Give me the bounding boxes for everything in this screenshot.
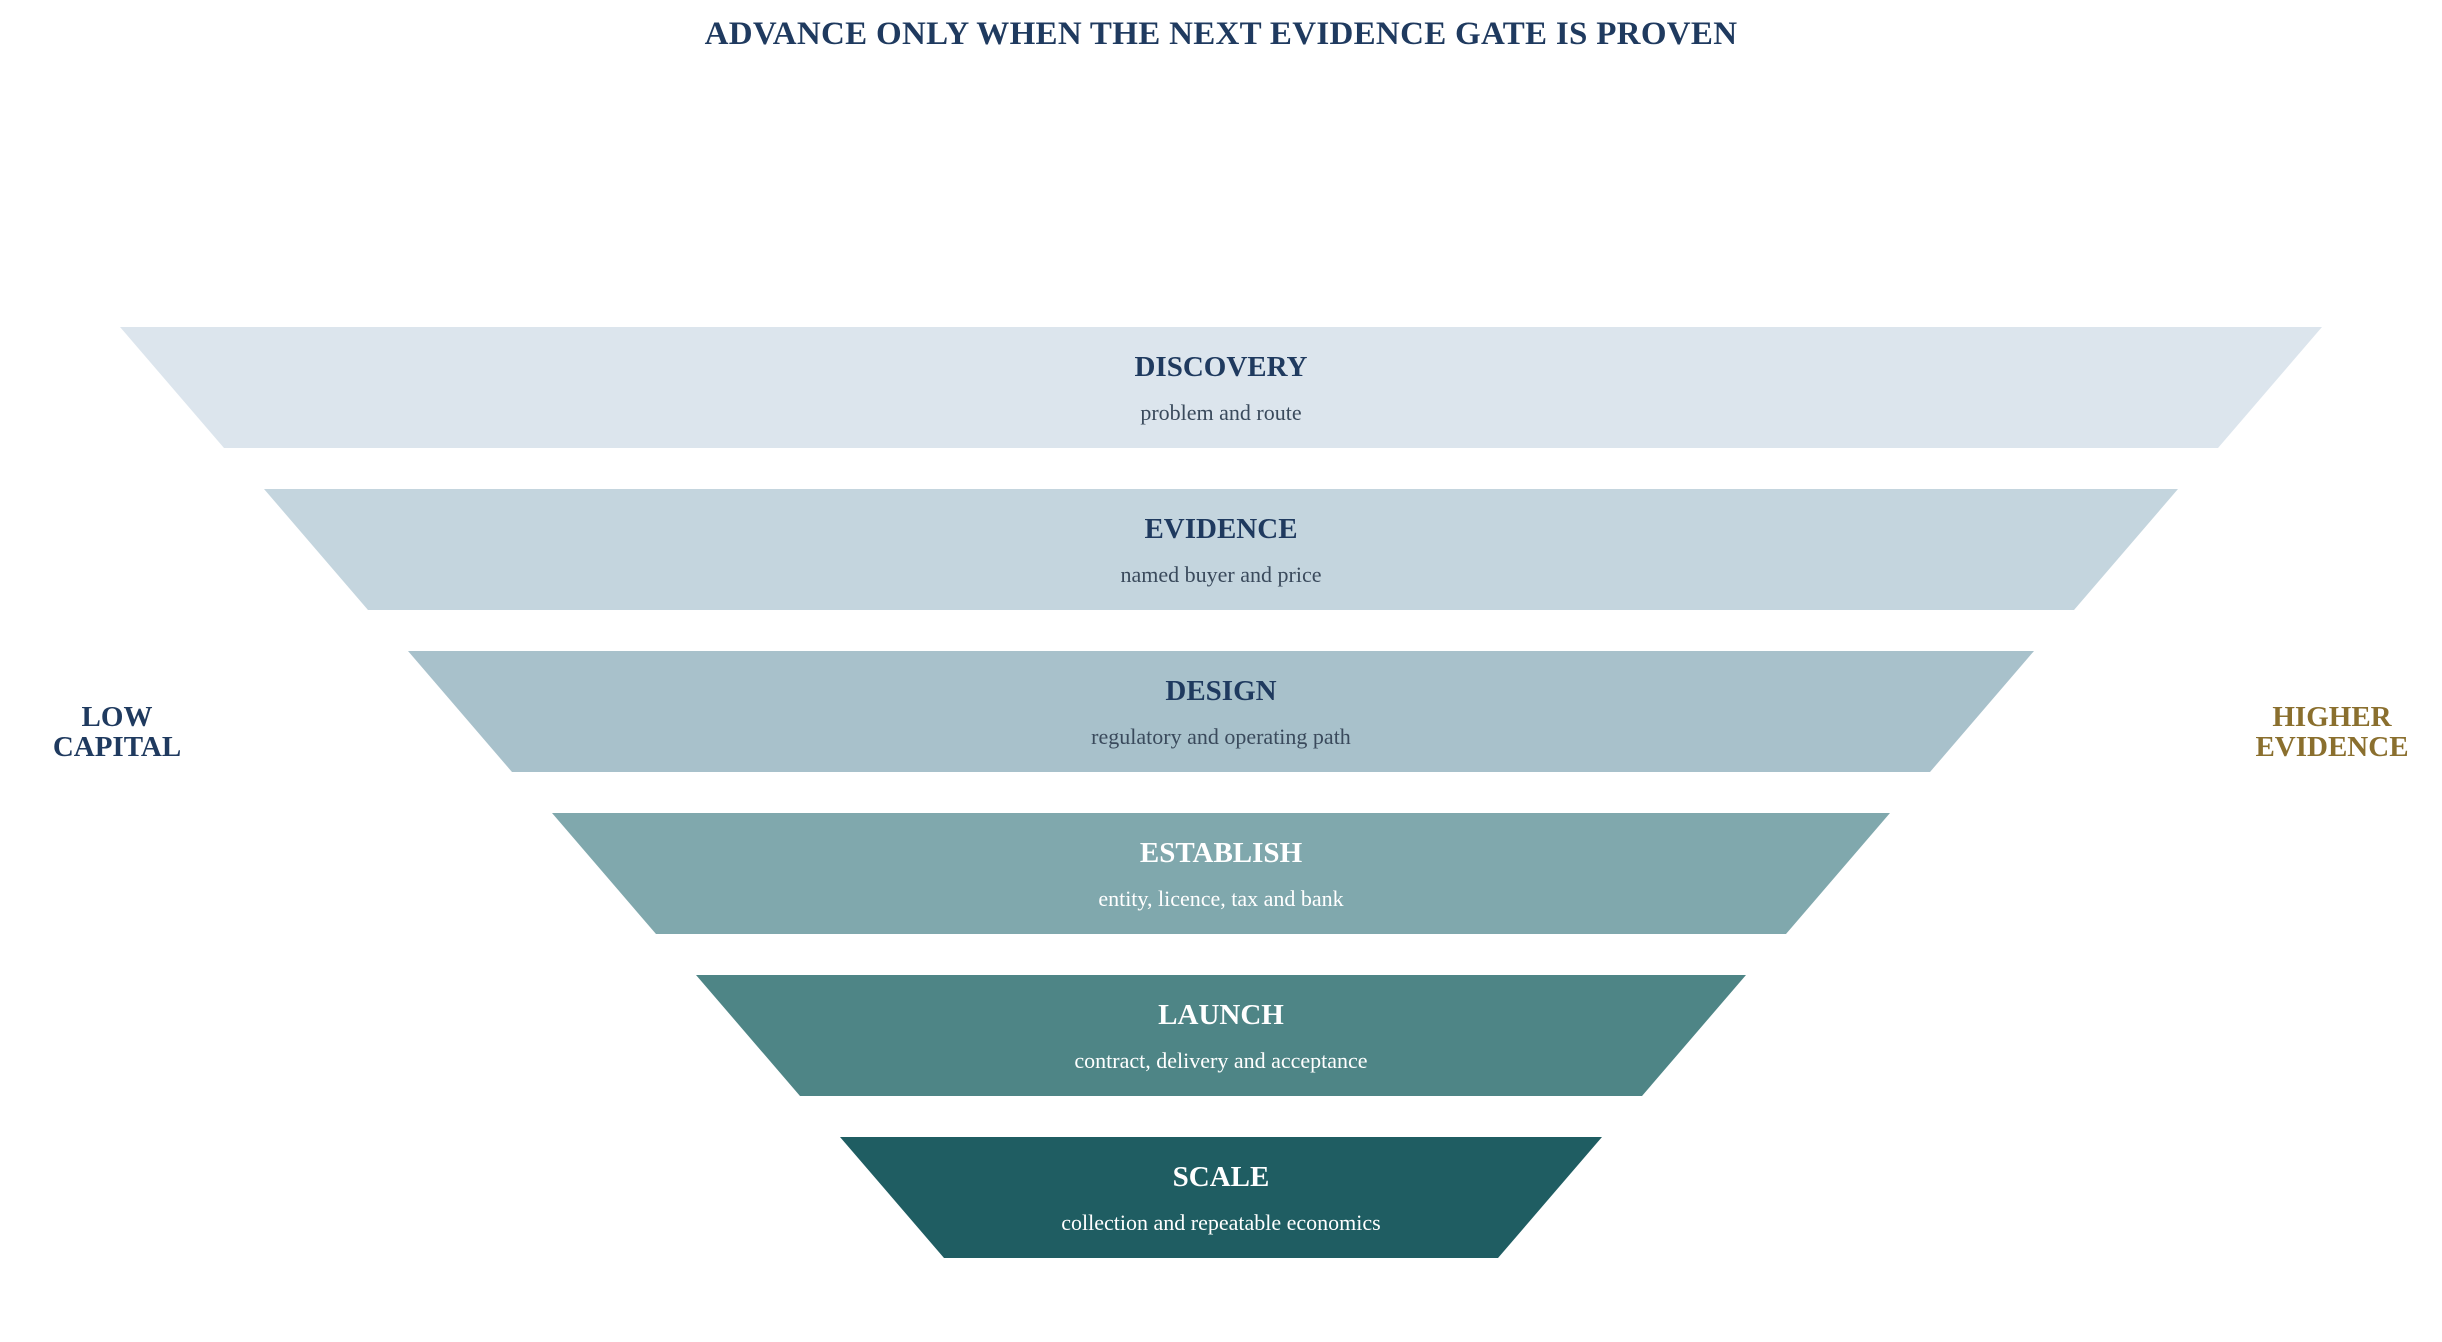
funnel-band [120,327,2322,448]
funnel-stage-establish: ESTABLISH entity, licence, tax and bank [552,813,1890,934]
funnel-band [408,651,2034,772]
funnel-stage-evidence: EVIDENCE named buyer and price [264,489,2178,610]
stage-description: collection and repeatable economics [1061,1210,1380,1235]
funnel-band [840,1137,1602,1258]
stage-name: DESIGN [1165,675,1276,707]
stage-name: SCALE [1173,1161,1270,1193]
stage-name: LAUNCH [1158,999,1284,1031]
funnel-band [696,975,1746,1096]
stage-name: ESTABLISH [1140,837,1303,869]
stage-description: entity, licence, tax and bank [1098,886,1343,911]
funnel-stage-discovery: DISCOVERY problem and route [120,327,2322,448]
higher-evidence-label: HIGHER EVIDENCE [2255,701,2409,763]
stage-description: contract, delivery and acceptance [1074,1048,1367,1073]
funnel-band [264,489,2178,610]
stage-description: regulatory and operating path [1091,724,1351,749]
funnel-stage-design: DESIGN regulatory and operating path [408,651,2034,772]
funnel-stage-launch: LAUNCH contract, delivery and acceptance [696,975,1746,1096]
page-title: ADVANCE ONLY WHEN THE NEXT EVIDENCE GATE… [704,16,1738,52]
low-capital-label: LOW CAPITAL [52,701,182,763]
stage-description: problem and route [1140,400,1301,425]
stage-name: EVIDENCE [1144,513,1297,545]
funnel-band [552,813,1890,934]
stage-description: named buyer and price [1121,562,1322,587]
stage-name: DISCOVERY [1134,351,1307,383]
funnel-stage-scale: SCALE collection and repeatable economics [840,1137,1602,1258]
